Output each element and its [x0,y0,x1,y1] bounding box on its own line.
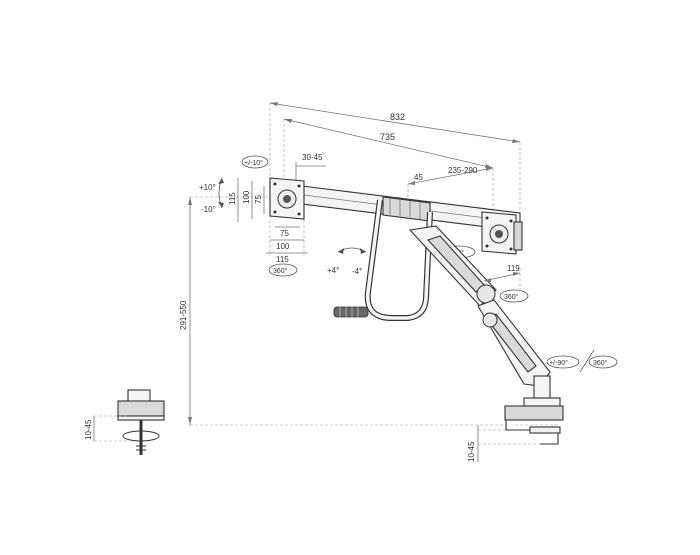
arm-rotation-oval: 360° [499,289,529,303]
label-45: 45 [414,173,423,182]
label-rail-tilt-up: +4° [327,266,339,275]
label-tilt-down: -10° [201,205,216,214]
dim-height: 291-550 [179,197,192,425]
tilt-oval: +/-10° [241,155,269,169]
label-height-range: 291-550 [179,300,188,330]
label-119: 119 [507,264,520,273]
dim-slide: 45 235-290 [407,166,494,185]
label-base-swivel: +/-90° [549,359,568,367]
desk-clamp-right [504,397,564,445]
label-vesa-75v: 75 [254,195,263,204]
vesa-vertical-dims: 115 100 75 [228,178,265,222]
label-arm-rotation: 360° [504,293,519,301]
label-832: 832 [390,112,405,122]
label-vesa-115v: 115 [228,192,237,205]
label-vesa-115h: 115 [276,255,289,264]
carry-handle [364,199,433,321]
label-tilt-range: +/-10° [244,159,263,167]
cable-clip [333,306,369,318]
label-235-290: 235-290 [448,166,478,175]
vesa-horizontal-dims: 75 100 115 [266,215,308,264]
label-tilt-up: +10° [199,183,216,192]
dim-119: 119 [483,264,520,282]
label-735: 735 [380,132,395,142]
vesa-plate-right [481,211,523,255]
label-vesa-100v: 100 [242,190,251,204]
dim-desk-right: 10-45 [467,425,540,462]
lower-arm [477,299,551,399]
tilt-arrows: +10° -10° [199,177,224,214]
label-desk-left: 10-45 [84,419,93,440]
separator-slash [579,349,595,373]
desk-clamp-left [117,389,165,455]
dim-desk-left: 10-45 [84,415,128,442]
label-vesa-100h: 100 [276,242,290,251]
gas-spring-upper-arm [408,225,497,307]
extension-lines [190,103,560,426]
label-base-rotation: 360° [593,359,608,367]
label-desk-right: 10-45 [467,441,476,462]
label-vesa-75h: 75 [280,229,289,238]
rotation-oval-left: 360° [268,263,298,277]
label-rotation-left: 360° [273,267,288,275]
label-30-45: 30-45 [302,153,323,162]
label-rail-tilt-down: -4° [352,267,362,276]
dim-832: 832 [269,102,521,143]
rail-tilt: +4° -4° [327,247,367,276]
base-rotation-oval: 360° [588,355,618,369]
base-swivel-oval: +/-90° [546,355,580,369]
dim-30-45: 30-45 [295,153,326,180]
dim-735: 735 [283,118,494,169]
vesa-plate-left [269,177,305,220]
